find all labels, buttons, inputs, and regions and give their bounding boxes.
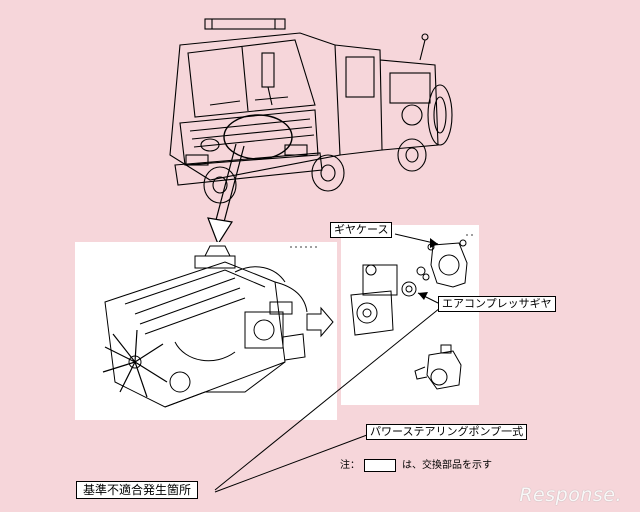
fire-truck-illustration: [169, 18, 453, 204]
label-gear-case: ギヤケース: [330, 222, 393, 238]
legend-note-suffix: は、交換部品を示す: [402, 460, 492, 471]
label-power-steering-pump: パワーステアリングポンプ一式: [366, 424, 528, 440]
label-air-compressor-gear: エアコンプレッサギヤ: [438, 296, 556, 312]
engine-illustration: [102, 245, 334, 408]
label-nonconforming-location: 基準不適合発生箇所: [76, 481, 199, 499]
pointer-arrow-truck-to-engine: [207, 143, 245, 246]
watermark-text: Response.: [519, 484, 622, 506]
components-illustration: [350, 234, 476, 390]
response-watermark: Response.: [519, 484, 622, 506]
components-panel: [341, 225, 479, 405]
legend-swatch: [364, 458, 396, 472]
legend-note: 注： は、交換部品を示す: [340, 456, 492, 472]
legend-note-prefix: 注：: [340, 460, 360, 471]
engine-panel: [75, 242, 337, 420]
